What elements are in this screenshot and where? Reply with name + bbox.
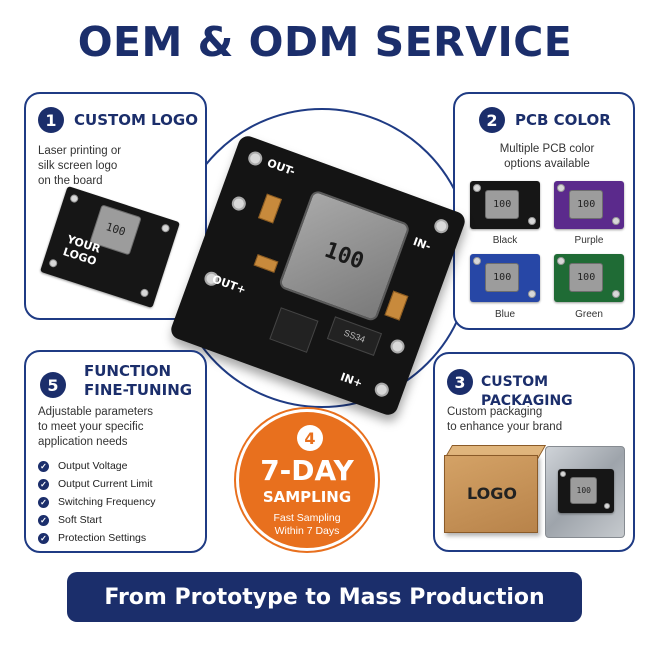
step-number-badge: 4 — [297, 425, 323, 451]
check-icon: ✓ — [38, 532, 49, 544]
card-description: Laser printing or silk screen logo on th… — [38, 145, 122, 187]
footer-banner: From Prototype to Mass Production — [67, 572, 582, 622]
card-description: Adjustable parameters to meet your speci… — [38, 406, 154, 448]
page-title: OEM & ODM SERVICE — [77, 18, 573, 66]
check-icon: ✓ — [38, 478, 49, 490]
diode-chip: SS34 — [326, 316, 383, 356]
card-title: FUNCTION FINE-TUNING — [84, 362, 193, 399]
in-plus-label: IN+ — [338, 370, 365, 391]
swatch-label: Blue — [494, 309, 515, 320]
sampling-sub: SAMPLING — [262, 488, 352, 506]
pcb-swatch-blue: 100 — [470, 254, 540, 302]
check-icon: ✓ — [38, 460, 49, 472]
sampling-headline: 7-DAY — [260, 454, 354, 487]
card-title: CUSTOM LOGO — [74, 111, 198, 129]
parameter-checklist: ✓Output Voltage ✓Output Current Limit ✓S… — [38, 457, 155, 547]
antistatic-bag: 100 — [545, 446, 625, 538]
out-plus-label: OUT+ — [210, 272, 248, 297]
seven-day-sampling-badge: 4 7-DAY SAMPLING Fast Sampling Within 7 … — [236, 409, 378, 551]
card-description: Multiple PCB color options available — [499, 143, 595, 170]
capacitor — [384, 290, 409, 321]
step-number-badge: 5 — [40, 372, 66, 398]
pcb-swatch-green: 100 — [554, 254, 624, 302]
controller-chip — [269, 307, 319, 353]
step-number-badge: 3 — [447, 369, 473, 395]
capacitor — [253, 254, 279, 273]
list-item: ✓Output Current Limit — [38, 475, 155, 493]
swatch-label: Black — [492, 235, 518, 246]
out-minus-label: OUT- — [265, 156, 297, 179]
swatch-label: Green — [575, 309, 603, 320]
step-number-badge: 1 — [38, 107, 64, 133]
function-fine-tuning-card: 5 FUNCTION FINE-TUNING Adjustable parame… — [24, 350, 207, 553]
bagged-board: 100 — [558, 469, 614, 513]
list-item: ✓Soft Start — [38, 511, 155, 529]
swatch-label: Purple — [574, 235, 604, 246]
pcb-color-card: 2 PCB COLOR Multiple PCB color options a… — [453, 92, 635, 330]
card-title: CUSTOM PACKAGING — [481, 374, 573, 409]
check-icon: ✓ — [38, 514, 49, 526]
card-description: Custom packaging to enhance your brand — [447, 406, 563, 433]
capacitor — [258, 193, 282, 224]
list-item: ✓Protection Settings — [38, 529, 155, 547]
step-number-badge: 2 — [479, 107, 505, 133]
logo-board-image: 100 YOUR LOGO — [39, 185, 181, 309]
card-title: PCB COLOR — [515, 111, 611, 129]
check-icon: ✓ — [38, 496, 49, 508]
in-minus-label: IN- — [411, 234, 433, 254]
list-item: ✓Switching Frequency — [38, 493, 155, 511]
box-logo-text: LOGO — [467, 484, 517, 503]
cardboard-box: LOGO — [444, 455, 538, 533]
sampling-description: Fast Sampling Within 7 Days — [273, 512, 341, 537]
custom-logo-card: 1 CUSTOM LOGO Laser printing or silk scr… — [24, 92, 207, 320]
pcb-swatch-purple: 100 — [554, 181, 624, 229]
list-item: ✓Output Voltage — [38, 457, 155, 475]
pcb-swatch-black: 100 — [470, 181, 540, 229]
